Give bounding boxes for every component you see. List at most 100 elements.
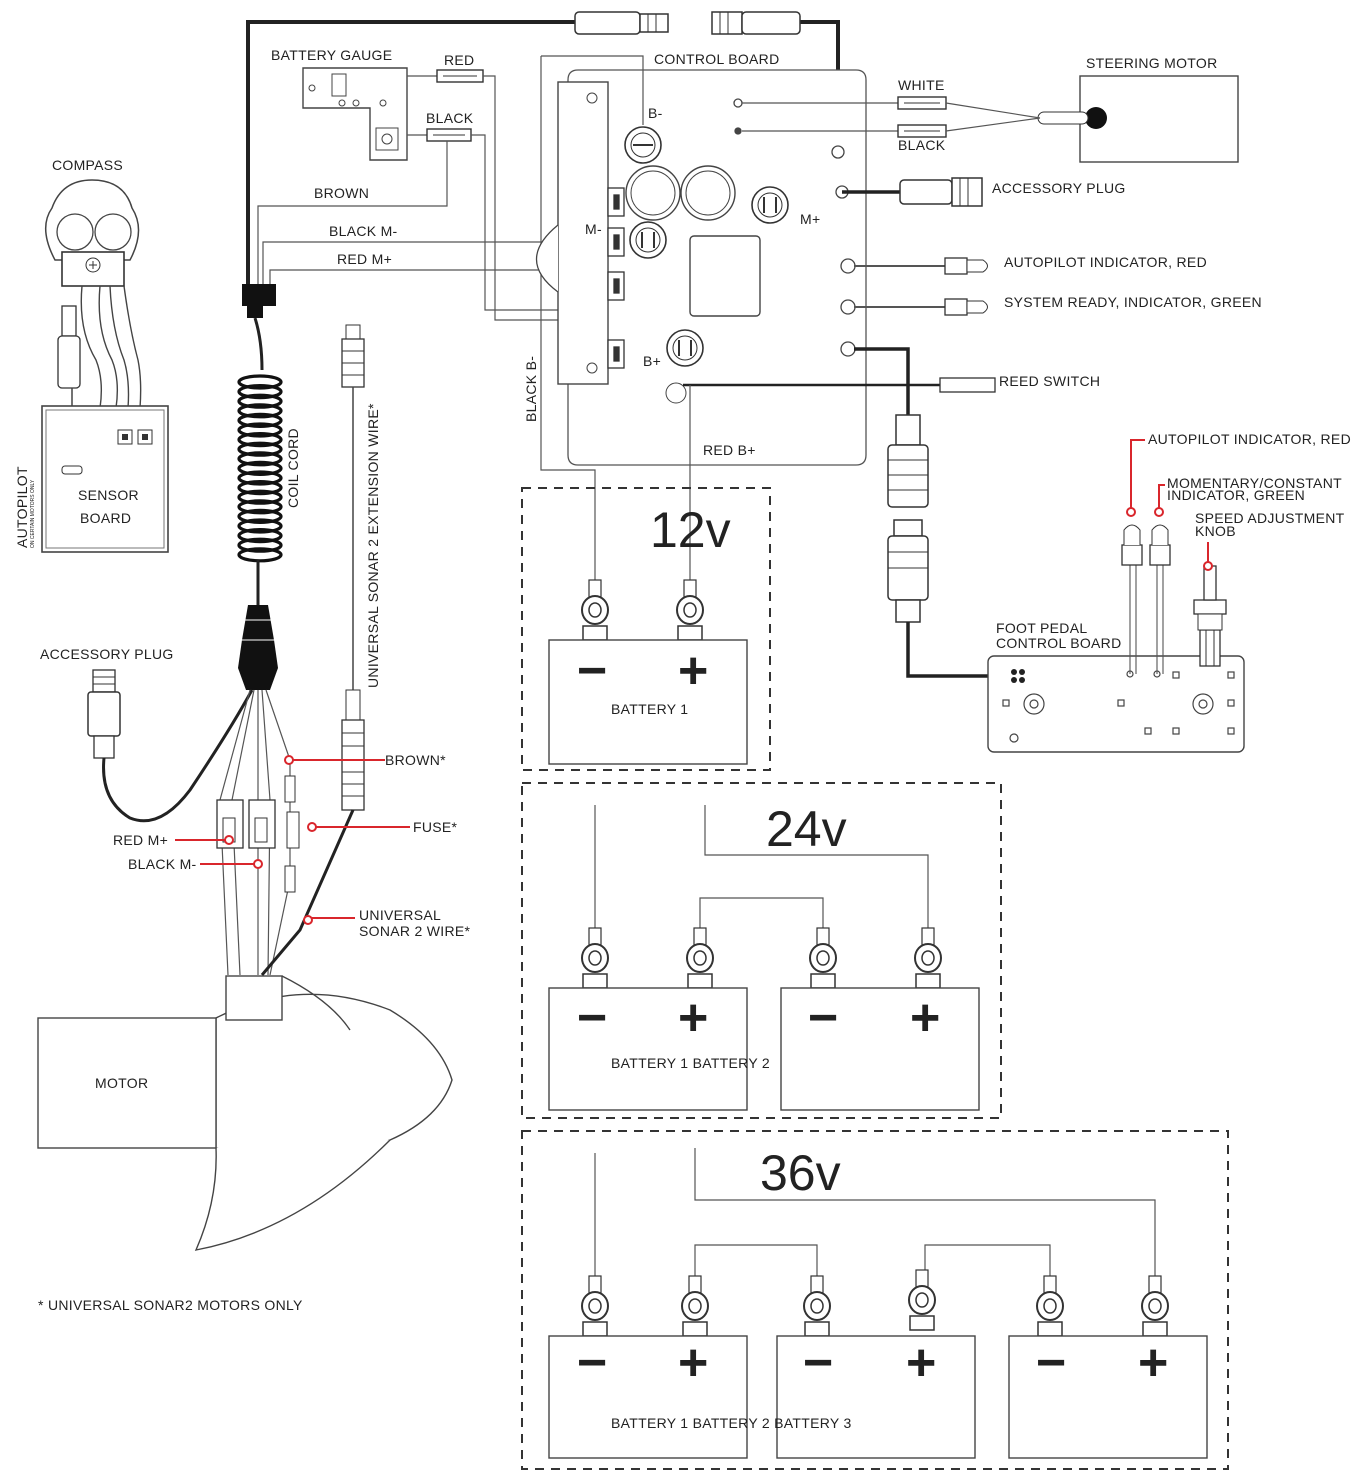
- battery-24v-2: [780, 987, 980, 1111]
- red-m-plus-label: RED M+: [337, 251, 392, 267]
- coil-loop: [237, 393, 283, 409]
- m-minus-label: M-: [585, 221, 602, 237]
- terminal-m-plus: [751, 186, 789, 224]
- coil-loop: [237, 374, 283, 390]
- reed-switch-label: REED SWITCH: [999, 373, 1100, 389]
- autopilot-side-label: AUTOPILOT: [14, 466, 30, 548]
- plus-sign-24v-1: +: [678, 989, 708, 1047]
- speed-label-1: SPEED ADJUSTMENT: [1195, 510, 1345, 526]
- foot-pedal-label-1: FOOT PEDAL: [996, 620, 1087, 636]
- black-m-minus-label: BLACK M-: [329, 223, 398, 239]
- main-harness-wire: [246, 20, 575, 290]
- coil-loop: [237, 537, 283, 553]
- plus-sign-12v: +: [678, 642, 708, 700]
- red-b-plus-label: RED B+: [703, 442, 756, 458]
- reed-switch: [939, 377, 996, 393]
- coil-cord-label: COIL CORD: [285, 428, 301, 508]
- black-b-minus-label: BLACK B-: [523, 356, 539, 422]
- minus-sign-36v-3: −: [1036, 1334, 1066, 1392]
- indicator-red-led: [944, 257, 988, 275]
- minus-sign-12v: −: [577, 642, 607, 700]
- battery-gauge-label: BATTERY GAUGE: [271, 47, 392, 63]
- plus-sign-36v-2: +: [906, 1334, 936, 1392]
- black-steer-label: BLACK: [898, 137, 946, 153]
- momentary-label-1: MOMENTARY/CONSTANT: [1167, 475, 1342, 491]
- minus-sign-24v-1: −: [577, 989, 607, 1047]
- system-ready-label: SYSTEM READY, INDICATOR, GREEN: [1004, 294, 1262, 310]
- board-label: BOARD: [80, 510, 131, 526]
- cable-boot: [238, 605, 278, 690]
- minus-sign-36v-1: −: [577, 1334, 607, 1392]
- coil-cord: [237, 374, 283, 563]
- red-label: RED: [444, 52, 474, 68]
- accessory-plug-left: [87, 669, 121, 759]
- battery-gauge-board: [302, 67, 408, 161]
- control-board-label: CONTROL BOARD: [654, 51, 780, 67]
- coil-loop: [237, 422, 283, 438]
- battery-24v-label: BATTERY 1 BATTERY 2: [611, 1055, 770, 1071]
- coil-loop: [237, 489, 283, 505]
- momentary-label-2: INDICATOR, GREEN: [1167, 487, 1305, 503]
- fuse-star-label: FUSE*: [413, 819, 458, 835]
- top-connector-right: [711, 11, 801, 35]
- harness-junction: [242, 284, 276, 306]
- coil-loop: [237, 480, 283, 496]
- battery-36v-2: [776, 1335, 976, 1459]
- battery-36v-label: BATTERY 1 BATTERY 2 BATTERY 3: [611, 1415, 852, 1431]
- sonar-extension-connector-bottom: [341, 689, 365, 811]
- 36v-box: [521, 1130, 1229, 1470]
- terminal-b-minus: [624, 126, 662, 164]
- relay-block: [689, 235, 761, 317]
- pedal-callouts: [1126, 439, 1213, 571]
- speed-label-2: KNOB: [1195, 523, 1236, 539]
- sonar-wire-label-1: UNIVERSAL: [359, 907, 441, 923]
- white-label: WHITE: [898, 77, 945, 93]
- coil-loop: [237, 470, 283, 486]
- motor: [37, 975, 453, 1251]
- sonar-wire-label-2: SONAR 2 WIRE*: [359, 923, 471, 939]
- pedal-led-green: [1149, 524, 1171, 674]
- indicator-green-led: [944, 298, 988, 316]
- compass-cables: [80, 285, 142, 409]
- transistors: [607, 187, 625, 369]
- battery-36v-1: [548, 1335, 748, 1459]
- steering-motor-label: STEERING MOTOR: [1086, 55, 1218, 71]
- minus-sign-24v-2: −: [808, 989, 838, 1047]
- pedal-led-red: [1121, 524, 1143, 674]
- speed-adjustment-knob: [1193, 565, 1227, 667]
- coil-loop: [237, 499, 283, 515]
- plus-sign-36v-3: +: [1138, 1334, 1168, 1392]
- b-plus-label: B+: [643, 353, 661, 369]
- top-connector-left: [574, 11, 669, 35]
- terminal-m-minus: [629, 221, 667, 259]
- accessory-plug-top: [899, 177, 983, 207]
- black-label: BLACK: [426, 110, 474, 126]
- b-minus-label: B-: [648, 105, 663, 121]
- foot-pedal-control-board: [987, 655, 1245, 753]
- coil-loop: [237, 460, 283, 476]
- 24v-label: 24v: [766, 801, 847, 857]
- battery-36v-3: [1008, 1335, 1208, 1459]
- lower-callouts: [175, 755, 410, 925]
- sensor-board: [41, 405, 169, 553]
- m-plus-label: M+: [800, 211, 820, 227]
- black-m-minus-low-label: BLACK M-: [128, 856, 197, 872]
- coil-loop: [237, 451, 283, 467]
- sonar-extension-label: UNIVERSAL SONAR 2 EXTENSION WIRE*: [365, 403, 381, 688]
- plus-sign-24v-2: +: [910, 989, 940, 1047]
- autopilot-indicator-red-2-label: AUTOPILOT INDICATOR, RED: [1148, 431, 1351, 447]
- coil-loop: [237, 432, 283, 448]
- autopilot-side-small-label: ON CERTAIN MOTORS ONLY: [30, 479, 36, 548]
- coil-loop: [237, 384, 283, 400]
- minus-sign-36v-2: −: [803, 1334, 833, 1392]
- brown-label: BROWN: [314, 185, 369, 201]
- 36v-label: 36v: [760, 1145, 841, 1201]
- sonar-extension-connector-top: [341, 324, 365, 388]
- coil-loop: [237, 527, 283, 544]
- coil-loop: [237, 403, 283, 419]
- battery-12v: [548, 639, 748, 765]
- red-m-plus-low-label: RED M+: [113, 832, 168, 848]
- heat-sink: [557, 81, 609, 385]
- sensor-label: SENSOR: [78, 487, 139, 503]
- 12v-box: [521, 487, 771, 771]
